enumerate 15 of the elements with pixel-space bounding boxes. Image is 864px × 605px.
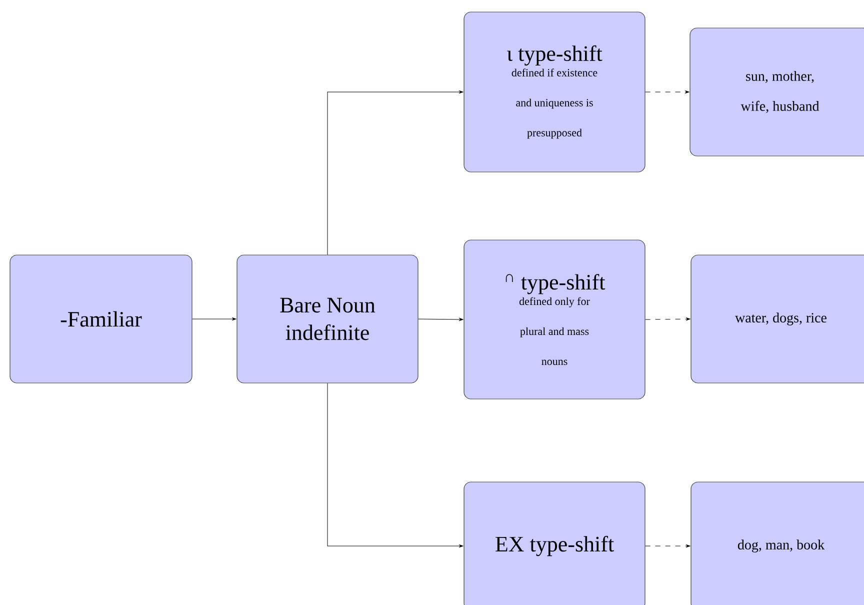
arrow	[327, 383, 464, 548]
arrow	[645, 544, 690, 548]
arrow	[645, 318, 690, 320]
arrow	[192, 318, 236, 320]
arrow	[418, 318, 464, 321]
process-box: Bare Noun indefinite	[236, 254, 418, 384]
arrow	[327, 90, 464, 255]
arrow	[645, 90, 690, 94]
process-box: dog, man, book	[690, 482, 864, 605]
process-box: ι type-shift defined if existence and uniqueness is presupposed	[464, 12, 646, 172]
process-box: $^{∩}$ type-shift defined only for plural and mass nouns	[464, 240, 646, 400]
process-box: sun, mother, wife, husband	[690, 28, 864, 156]
process-box: EX type-shift	[464, 482, 646, 605]
process-box: -Familiar	[10, 254, 192, 384]
process-box: water, dogs, rice	[690, 254, 864, 384]
